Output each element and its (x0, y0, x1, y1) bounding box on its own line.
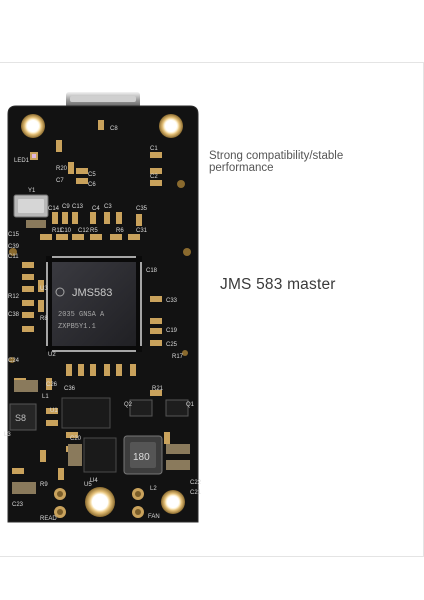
frame-bottom-rule (0, 556, 424, 557)
silk-c6: C6 (88, 182, 96, 188)
silk-c35: C35 (136, 206, 148, 212)
silk-c2: C2 (150, 174, 158, 180)
silk-c12: C12 (78, 228, 90, 234)
chip-brand-text: JMS583 (72, 287, 112, 299)
silk-c5: C5 (88, 172, 96, 178)
caption-compatibility: Strong compatibility/stable performance (209, 150, 344, 174)
silk-c24: C24 (8, 358, 20, 364)
diode-s8 (9, 403, 37, 431)
read-header-pads (54, 488, 66, 518)
silk-c11: C11 (8, 254, 19, 260)
ic-u4 (83, 437, 117, 473)
silk-c8: C8 (110, 126, 118, 132)
silk-u1: U1 (50, 408, 58, 414)
silk-c25: C25 (166, 342, 178, 348)
silk-c31: C31 (136, 228, 148, 234)
silk-l3: L3 (4, 432, 11, 438)
inductor-value-text: 180 (133, 452, 150, 463)
ic-u1 (61, 397, 111, 429)
silk-fan: FAN (148, 514, 160, 520)
silk-c20: C20 (70, 436, 82, 442)
cap-c24 (14, 380, 38, 392)
silk-c22: C22 (190, 480, 202, 486)
silk-u2: U2 (48, 352, 56, 358)
silk-q2: Q2 (124, 402, 133, 408)
silk-c19: C19 (166, 328, 178, 334)
silk-led1: LED1 (14, 158, 30, 164)
silk-c36: C36 (64, 386, 76, 392)
pcb-board-photo: JMS583 2035 GNSA A ZXPB5Y1.1 S8 180 C8 L… (4, 92, 202, 523)
silk-c14: C14 (48, 206, 60, 212)
frame-top-rule (0, 62, 424, 63)
silk-r12: R12 (8, 294, 20, 300)
silk-c4: C4 (92, 206, 100, 212)
caption-master: JMS 583 master (220, 276, 336, 293)
silk-c3: C3 (104, 204, 112, 210)
silk-c15: C15 (8, 232, 20, 238)
cap-c23 (12, 482, 36, 494)
cap-c22 (166, 444, 190, 454)
silk-r6: R6 (116, 228, 124, 234)
silk-c23: C23 (12, 502, 24, 508)
silk-r20: R20 (56, 166, 68, 172)
chip-code-text: ZXPB5Y1.1 (58, 323, 96, 331)
cap-c21 (166, 460, 190, 470)
silk-r5: R5 (90, 228, 98, 234)
mosfet-q1 (165, 399, 189, 417)
silk-c38: C38 (8, 312, 20, 318)
cap-c20 (68, 444, 82, 466)
silk-c26: C26 (46, 382, 58, 388)
silk-c13: C13 (72, 204, 84, 210)
silk-c21: C21 (190, 490, 202, 496)
mosfet-q2 (129, 399, 153, 417)
silk-r11: R11 (52, 228, 63, 234)
silk-c18: C18 (146, 268, 158, 274)
silk-r9: R9 (40, 482, 48, 488)
silk-l2: L2 (150, 486, 157, 492)
silk-u4: U4 (90, 478, 98, 484)
cap-c15 (26, 220, 46, 228)
usb-c-connector-shell (70, 96, 136, 102)
silk-c33: C33 (166, 298, 178, 304)
silk-r17: R17 (172, 354, 184, 360)
svg-text:S8: S8 (15, 413, 26, 423)
silk-q1: Q1 (186, 402, 195, 408)
silk-u5: U5 (84, 482, 92, 488)
silk-y1: Y1 (28, 188, 36, 194)
silk-read: READ (40, 516, 57, 522)
silk-u3: U3 (40, 286, 48, 292)
fan-header-pads (132, 488, 144, 518)
silk-r8: R8 (40, 316, 48, 322)
silk-r21: R21 (152, 386, 164, 392)
silk-c39: C39 (8, 244, 20, 250)
silk-c10: C10 (60, 228, 72, 234)
chip-lot-text: 2035 GNSA A (58, 311, 105, 319)
silk-c1: C1 (150, 146, 158, 152)
silk-l1: L1 (42, 394, 49, 400)
silk-c9: C9 (62, 204, 70, 210)
silk-c7: C7 (56, 178, 64, 184)
